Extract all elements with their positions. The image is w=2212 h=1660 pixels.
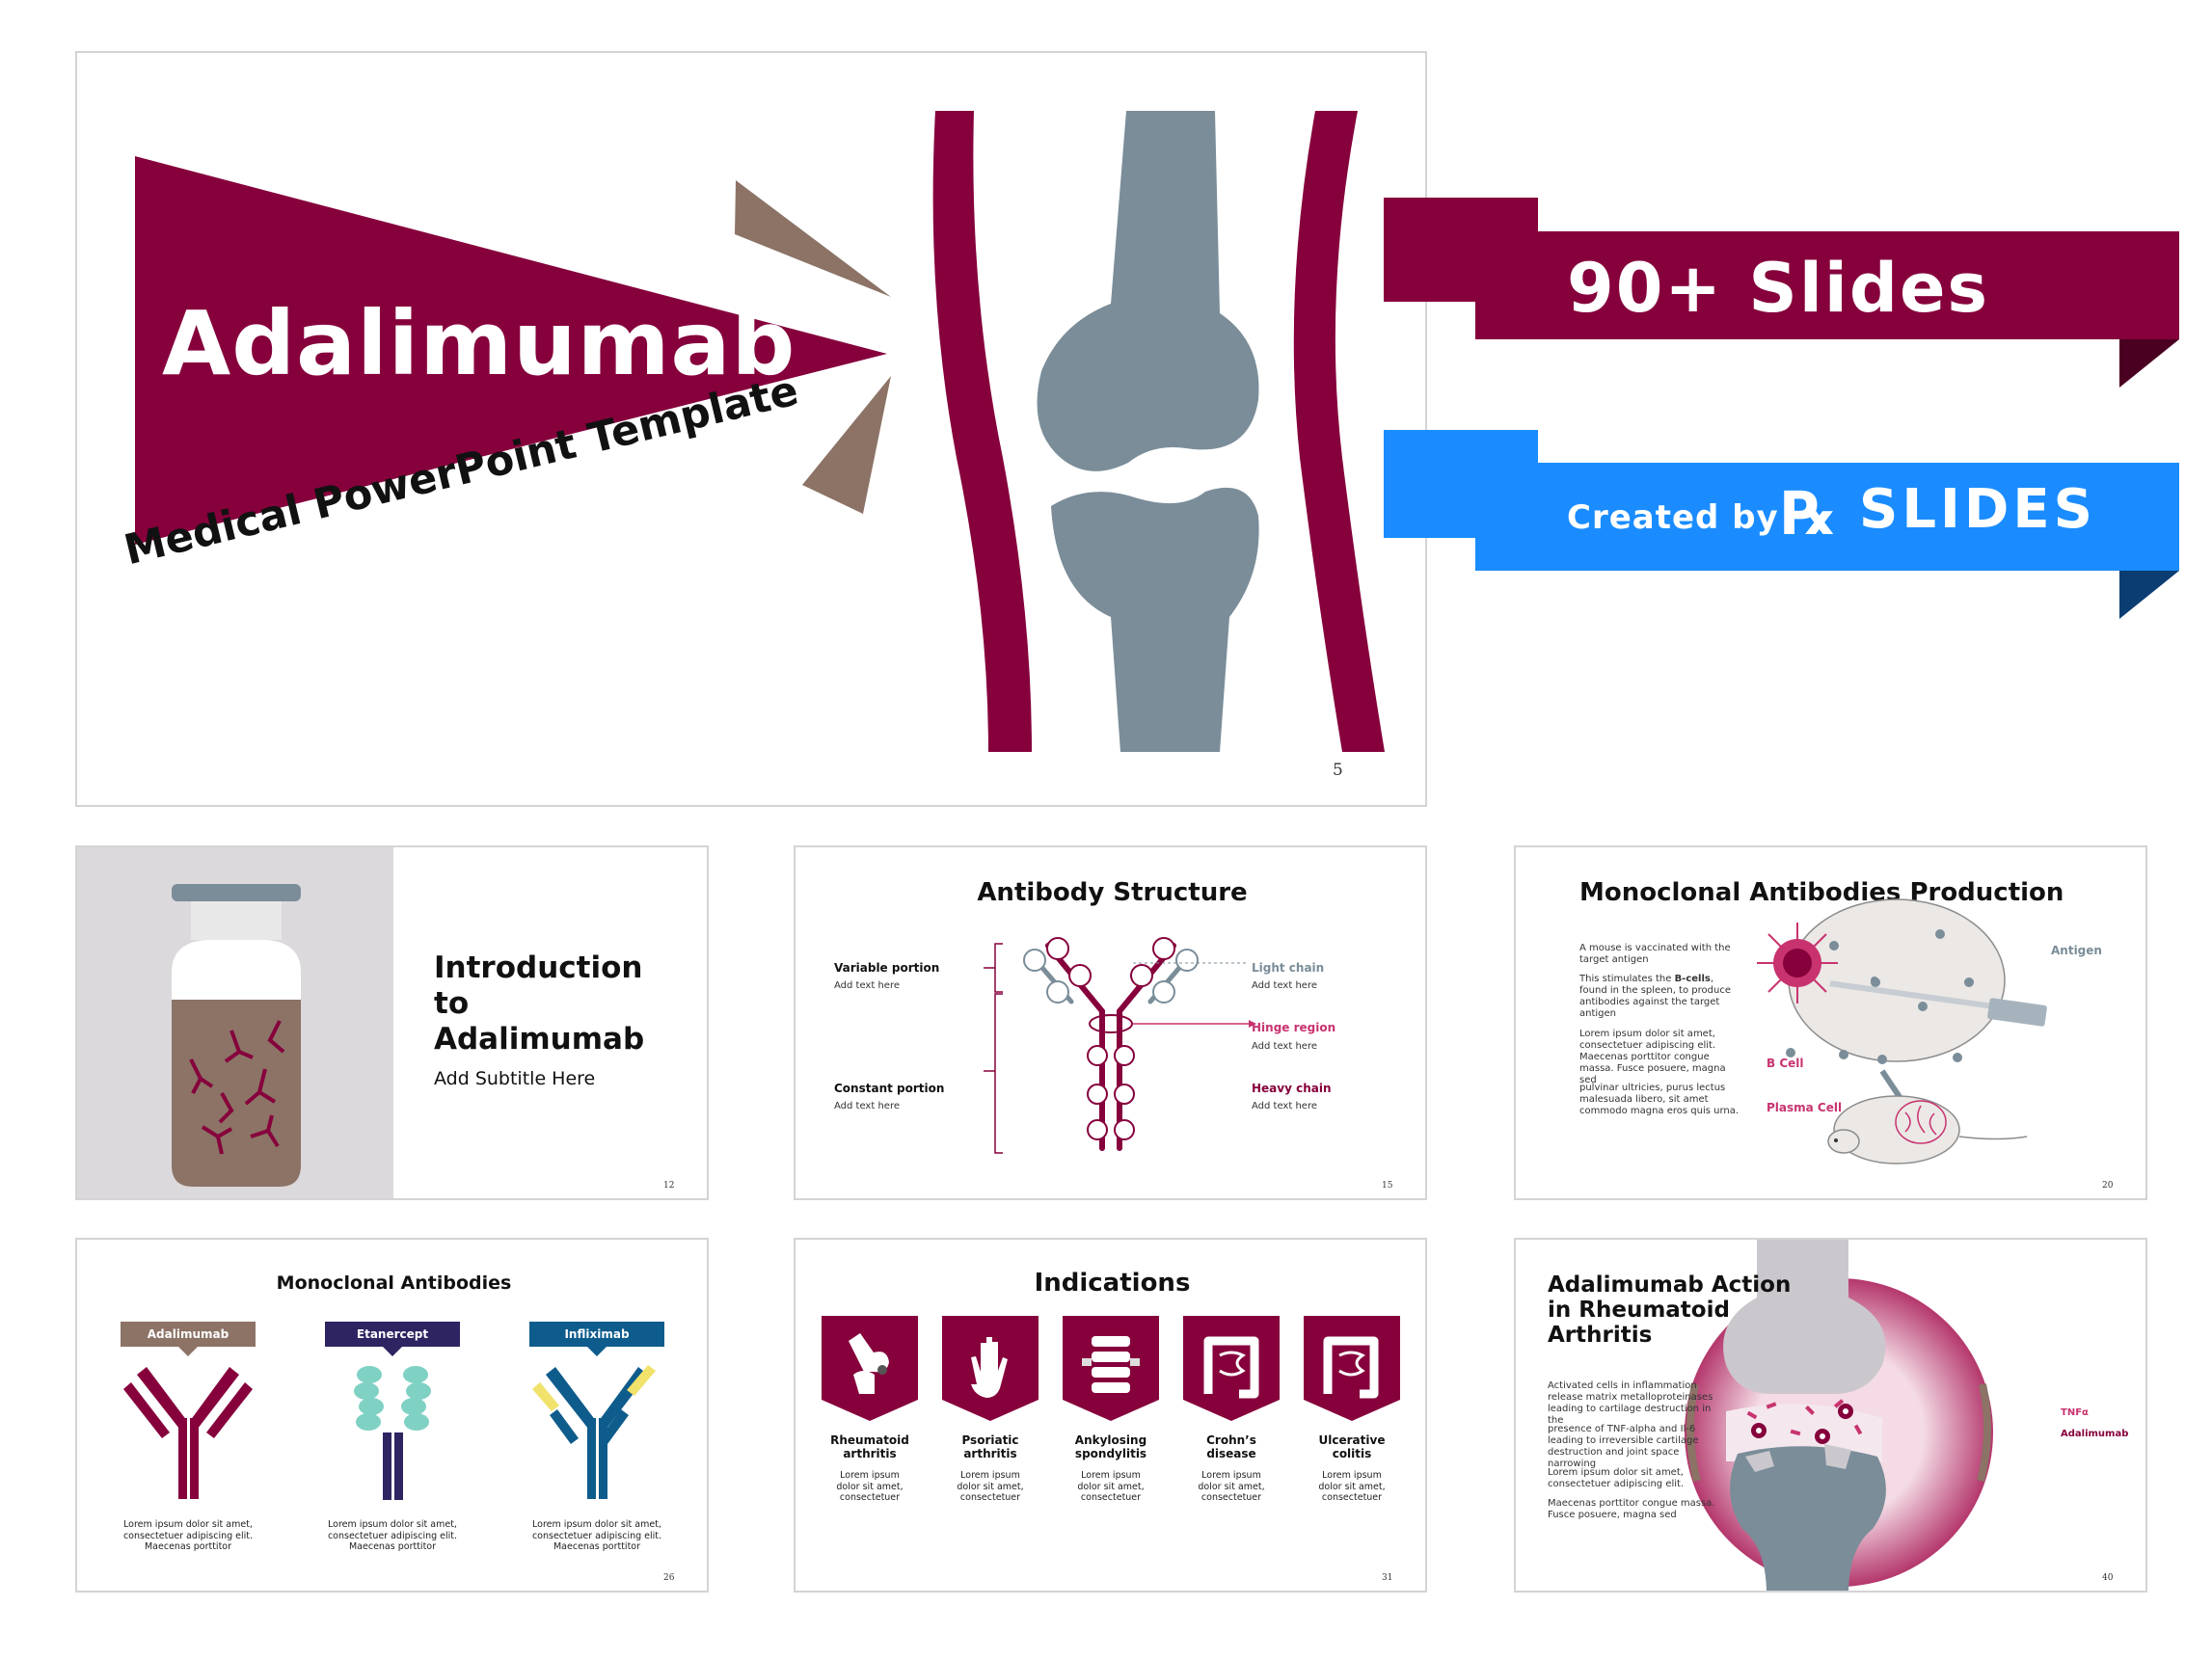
indication-uc-line1: Ulcerative	[1318, 1433, 1386, 1447]
vial-illustration	[77, 847, 393, 1198]
hero-title: Adalimumab	[162, 292, 796, 395]
slide-indications[interactable]: Indications	[794, 1238, 1427, 1593]
indication-ra-line2: arthritis	[843, 1447, 897, 1460]
slide-adalimumab-action[interactable]: Adalimumab Action in Rheumatoid Arthriti…	[1514, 1238, 2147, 1593]
indication-cd-line2: disease	[1206, 1447, 1256, 1460]
ribbon-created-by: Created by	[1567, 498, 1779, 537]
slide-title: Indications	[1034, 1269, 1191, 1298]
indication-icons	[822, 1316, 1400, 1421]
indication-as-line2: spondylitis	[1074, 1447, 1147, 1460]
rx-logo-wordmark: SLIDES	[1859, 478, 2096, 541]
antibody-diagram	[984, 937, 1256, 1154]
page-number: 5	[1333, 761, 1343, 780]
slide-intro[interactable]: Introduction to Adalimumab Add Subtitle …	[75, 845, 709, 1200]
label-constant: Constant portion	[834, 1082, 945, 1095]
indication-as-line1: Ankylosing	[1074, 1433, 1147, 1447]
intro-title-1: Introduction	[434, 950, 643, 985]
production-text-2: This stimulates the B-cells, found in th…	[1579, 974, 1731, 1019]
label-constant-sub: Add text here	[834, 1101, 900, 1111]
indication-uc-line2: colitis	[1332, 1447, 1372, 1460]
slide-title: Antibody Structure	[977, 878, 1248, 907]
indication-psa-text: Lorem ipsum dolor sit amet, consectetuer	[957, 1470, 1024, 1503]
label-b-cell: B Cell	[1767, 1057, 1804, 1070]
indication-uc-text: Lorem ipsum dolor sit amet, consectetuer	[1318, 1470, 1386, 1503]
indication-psa-line1: Psoriatic	[961, 1433, 1019, 1447]
action-title-2: in Rheumatoid	[1548, 1298, 1730, 1323]
joint-inflammation-illustration	[1685, 1240, 1993, 1591]
page-number: 40	[2102, 1573, 2114, 1583]
intro-title-2: to	[434, 986, 470, 1021]
hero-slide[interactable]: Adalimumab Medical PowerPoint Template 5	[75, 51, 1427, 807]
indication-psa-line2: arthritis	[963, 1447, 1017, 1460]
indication-cd-line1: Crohn’s	[1206, 1433, 1256, 1447]
page-number: 31	[1382, 1573, 1393, 1583]
indication-cd-text: Lorem ipsum dolor sit amet, consectetuer	[1198, 1470, 1265, 1503]
action-text-1: Activated cells in inflammation release …	[1548, 1380, 1713, 1426]
label-antigen: Antigen	[2051, 944, 2102, 957]
label-variable: Variable portion	[834, 961, 940, 975]
desc-etanercept: Lorem ipsum dolor sit amet, consectetuer…	[327, 1519, 458, 1552]
action-text-3: Lorem ipsum dolor sit amet, consectetuer…	[1548, 1467, 1685, 1489]
indication-ra-line1: Rheumatoid	[830, 1433, 909, 1447]
label-heavy-sub: Add text here	[1252, 1101, 1317, 1111]
production-text-3: Lorem ipsum dolor sit amet, consectetuer…	[1579, 1029, 1726, 1085]
antibody-types	[121, 1322, 664, 1500]
action-title-3: Arthritis	[1548, 1323, 1653, 1348]
megaphone-shape	[135, 156, 887, 545]
label-heavy: Heavy chain	[1252, 1082, 1332, 1095]
desc-infliximab: Lorem ipsum dolor sit amet, consectetuer…	[531, 1519, 662, 1552]
label-adalimumab: Adalimumab	[2061, 1429, 2129, 1439]
femur-bone	[1037, 111, 1259, 471]
label-tnf: TNFα	[2061, 1407, 2089, 1418]
label-infliximab: Infliximab	[564, 1327, 630, 1341]
label-plasma-cell: Plasma Cell	[1767, 1101, 1843, 1114]
slide-antibody-structure[interactable]: Antibody Structure	[794, 845, 1427, 1200]
page-number: 20	[2102, 1181, 2114, 1191]
indication-as-text: Lorem ipsum dolor sit amet, consectetuer	[1077, 1470, 1145, 1503]
page-number: 12	[663, 1181, 675, 1191]
indication-ra-text: Lorem ipsum dolor sit amet, consectetuer	[836, 1470, 904, 1503]
action-title-1: Adalimumab Action	[1548, 1272, 1792, 1298]
label-etanercept: Etanercept	[356, 1327, 429, 1341]
label-light-sub: Add text here	[1252, 980, 1317, 991]
right-tissue-band	[1293, 111, 1385, 752]
label-light-chain: Light chain	[1252, 961, 1325, 975]
production-illustration	[1757, 898, 2047, 1165]
slide-title: Monoclonal Antibodies Production	[1579, 878, 2064, 907]
ribbon-slide-count: 90+ Slides	[1567, 249, 1990, 328]
intro-title-3: Adalimumab	[434, 1022, 645, 1057]
hero-illustration	[135, 111, 1385, 752]
production-text-4: pulvinar ultricies, purus lectus malesua…	[1579, 1083, 1740, 1116]
action-text-4: Maecenas porttitor congue massa. Fusce p…	[1548, 1498, 1715, 1520]
intro-subtitle: Add Subtitle Here	[434, 1068, 596, 1089]
tibia-bone	[1051, 487, 1259, 752]
label-hinge: Hinge region	[1252, 1021, 1336, 1034]
rx-logo-mark: ℞	[1782, 478, 1836, 549]
desc-adalimumab: Lorem ipsum dolor sit amet, consectetuer…	[122, 1519, 254, 1552]
production-text-1: A mouse is vaccinated with the target an…	[1579, 943, 1731, 965]
spark-top	[735, 180, 891, 297]
page-number: 15	[1382, 1181, 1393, 1191]
page-number: 26	[663, 1573, 675, 1583]
left-tissue-band	[932, 111, 1032, 752]
slide-monoclonal-antibodies[interactable]: Monoclonal Antibodies	[75, 1238, 709, 1593]
slide-title: Monoclonal Antibodies	[276, 1272, 512, 1294]
slide-mab-production[interactable]: Monoclonal Antibodies Production A mouse…	[1514, 845, 2147, 1200]
label-variable-sub: Add text here	[834, 980, 900, 991]
action-text-2: presence of TNF-alpha and Il-6 leading t…	[1548, 1424, 1699, 1469]
label-hinge-sub: Add text here	[1252, 1041, 1317, 1052]
spark-bottom	[802, 376, 891, 514]
label-adalimumab: Adalimumab	[147, 1327, 229, 1341]
